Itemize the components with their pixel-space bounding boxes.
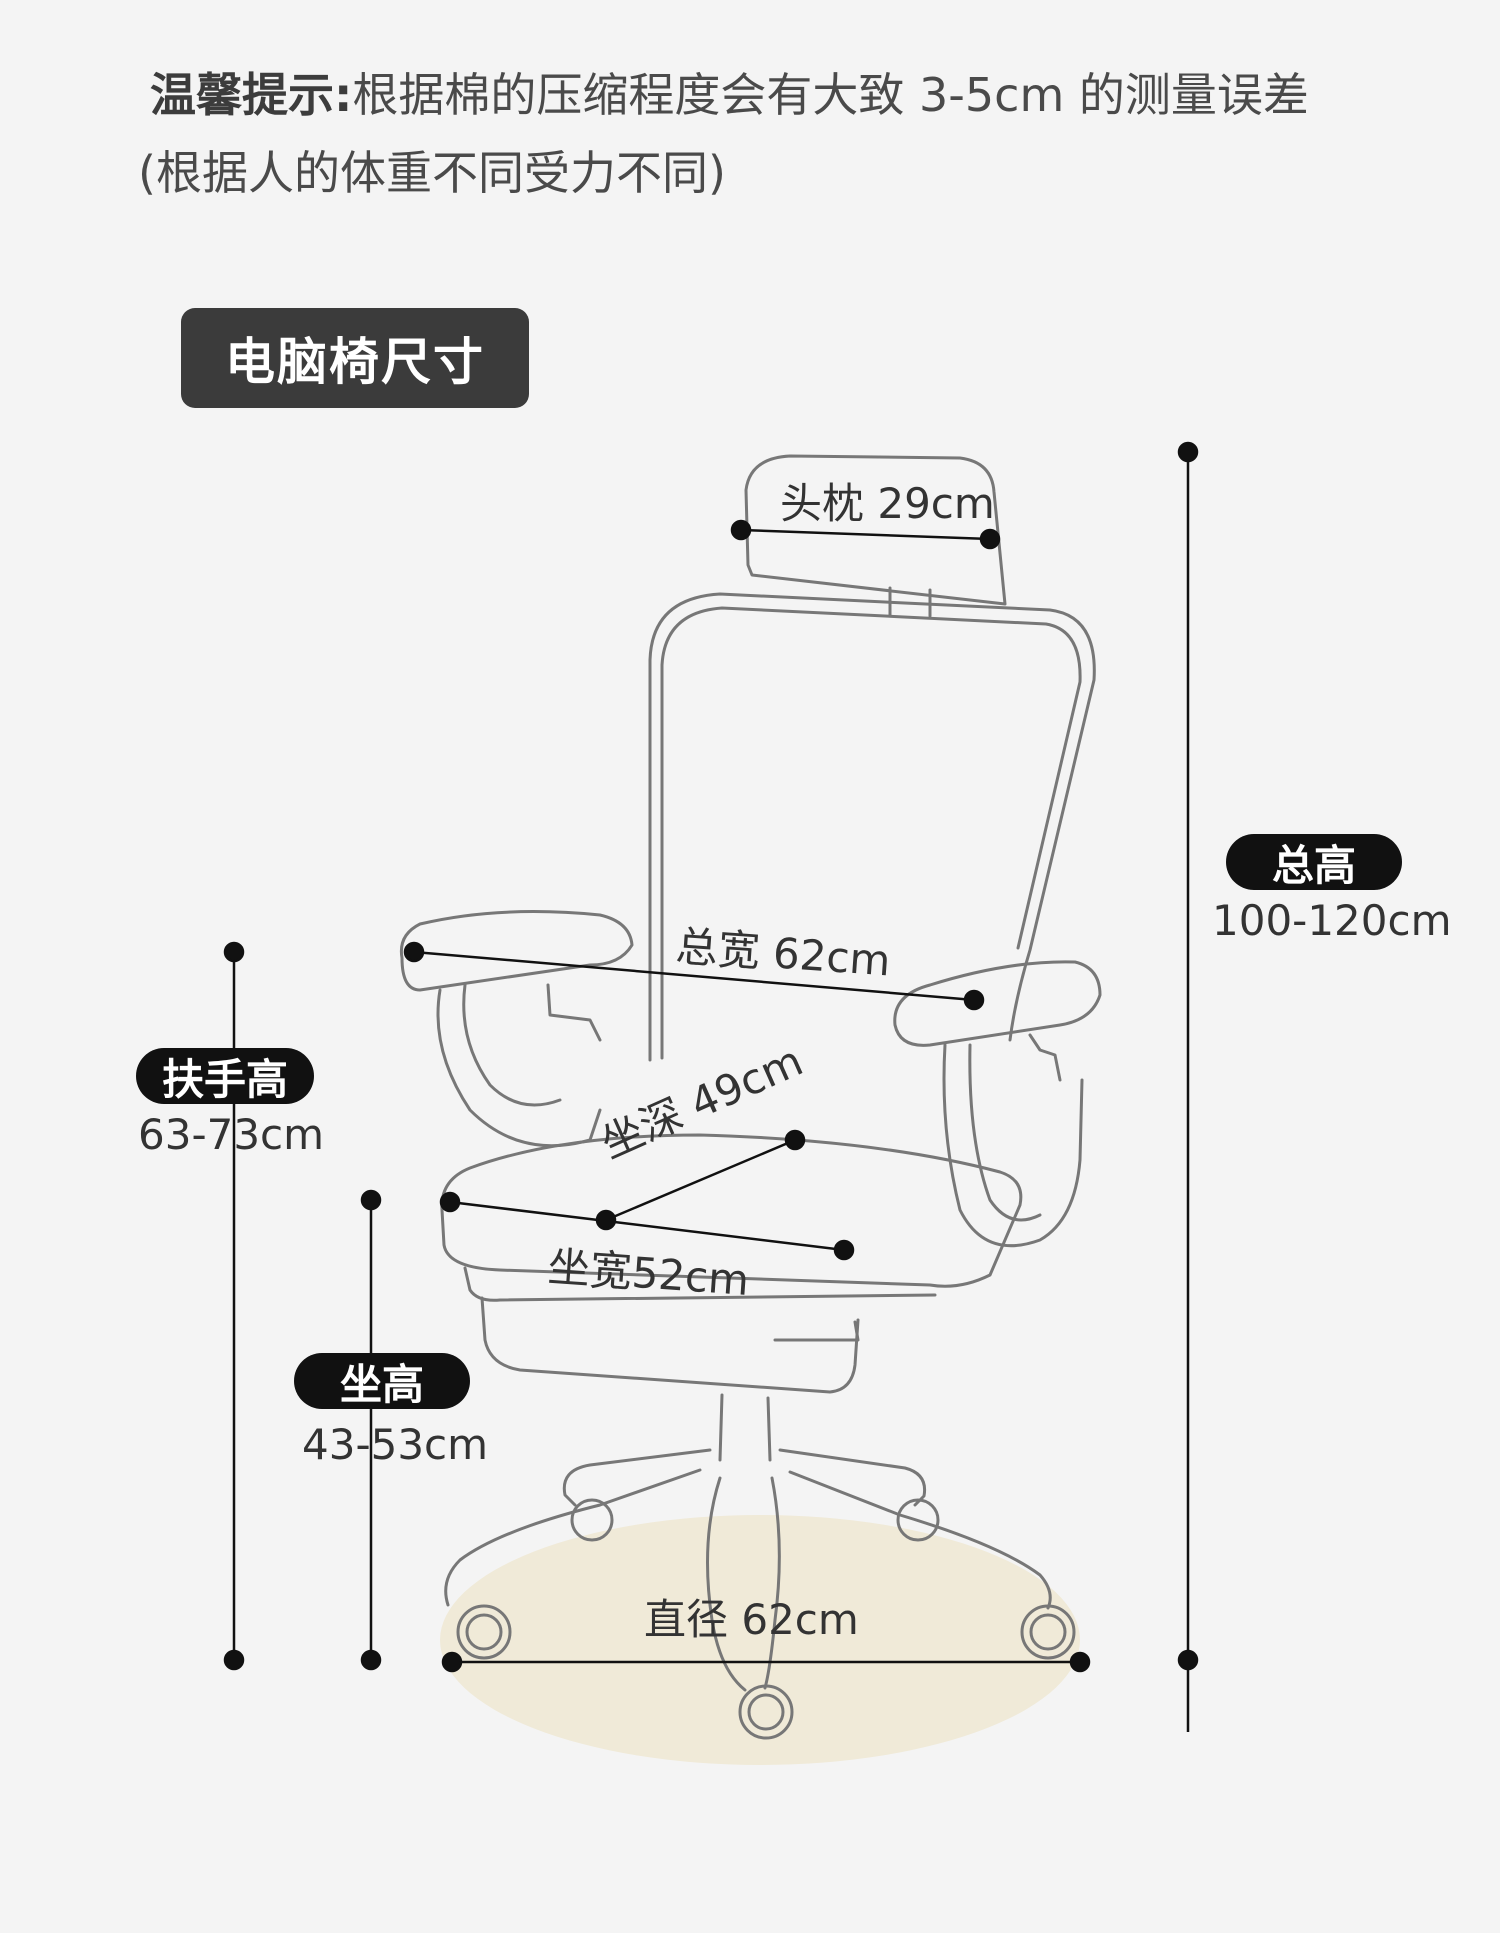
armrest-height-bottom-dot [223,1649,245,1671]
seat-mechanism [480,1296,860,1394]
armrest-height-value: 63-73cm [138,1110,325,1159]
seat-depth-back-dot [784,1129,806,1151]
seat-height-badge: 坐高 [294,1353,470,1409]
armrest-height-top-dot [223,941,245,963]
seat-width-left-dot [439,1191,461,1213]
total-height-bottom-dot [1177,1649,1199,1671]
floor-shadow [440,1515,1080,1765]
headrest-label: 头枕 29cm [780,479,995,528]
backrest-outline [648,592,1096,1062]
seat-outline [440,1133,1023,1288]
gas-lift [718,1393,772,1462]
notice-line: 温馨提示:根据棉的压缩程度会有大致 3-5cm 的测量误差 [150,60,1309,130]
headrest-left-dot [730,519,752,541]
diameter-label: 直径 62cm [644,1595,859,1644]
caster [1020,1604,1076,1660]
section-title: 电脑椅尺寸 [181,308,529,408]
seat-height-bottom-dot [360,1649,382,1671]
caster [738,1684,794,1740]
headrest-right-dot [979,528,1001,550]
seat-height-top-dot [360,1189,382,1211]
diameter-left-dot [441,1651,463,1673]
diameter-right-dot [1069,1651,1091,1673]
left-armrest [399,910,634,992]
total-height-value: 100-120cm [1212,896,1452,945]
width-left-dot [403,941,425,963]
total-height-top-dot [1177,441,1199,463]
width-right-dot [963,989,985,1011]
seat-depth-front-dot [595,1209,617,1231]
headrest-outline [744,454,1007,606]
armrest-height-badge: 扶手高 [136,1048,314,1104]
caster [570,1498,614,1542]
chair-outline [399,454,1102,1740]
total-height-badge: 总高 [1226,834,1402,890]
caster [896,1498,940,1542]
caster [456,1604,512,1660]
seat-height-value: 43-53cm [302,1420,489,1469]
notice-label: 温馨提示: [150,68,353,122]
notice-subtext: (根据人的体重不同受力不同) [138,146,726,200]
notice-text: 根据棉的压缩程度会有大致 3-5cm 的测量误差 [352,68,1309,122]
right-armrest [893,960,1102,1047]
star-base [562,1448,927,1507]
seat-width-right-dot [833,1239,855,1261]
